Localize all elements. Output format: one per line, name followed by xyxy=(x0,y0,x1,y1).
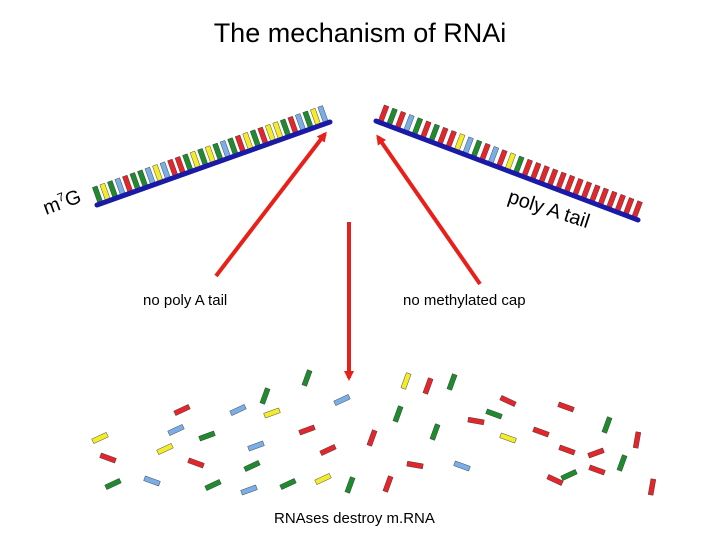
no-methylated-cap-label: no methylated cap xyxy=(403,292,526,309)
tailed-mrna-base xyxy=(555,171,567,189)
rna-fragment xyxy=(632,431,642,449)
rna-fragment xyxy=(647,478,657,496)
capped-mrna-strand xyxy=(92,105,333,208)
rna-fragment xyxy=(333,394,351,406)
rna-fragment xyxy=(366,429,378,447)
tailed-mrna-base xyxy=(437,126,449,145)
rna-fragment xyxy=(240,484,258,496)
rna-fragment xyxy=(601,416,613,434)
page-title: The mechanism of RNAi xyxy=(213,18,507,48)
rna-fragment xyxy=(546,474,564,486)
tailed-mrna-base xyxy=(395,111,407,129)
rna-fragment xyxy=(143,475,161,487)
rna-fragment xyxy=(173,404,191,416)
rna-fragments xyxy=(91,369,657,496)
rna-fragment xyxy=(298,424,316,436)
tailed-mrna-base xyxy=(386,107,398,126)
rna-fragment xyxy=(467,416,485,426)
rna-fragment xyxy=(344,476,356,494)
arrow-to-capped-mrna xyxy=(214,131,327,278)
rnases-label: RNAses destroy m.RNA xyxy=(274,510,435,527)
rna-fragment xyxy=(263,407,281,419)
tailed-mrna-base xyxy=(429,123,440,142)
rna-fragment xyxy=(247,440,265,452)
rna-fragment xyxy=(429,423,441,441)
rna-fragment xyxy=(392,405,404,423)
tailed-mrna-base xyxy=(623,197,635,215)
rna-fragment xyxy=(301,369,313,387)
rna-fragment xyxy=(557,401,575,413)
rna-fragment xyxy=(616,454,628,472)
rna-fragment xyxy=(558,444,576,456)
rna-fragment xyxy=(319,444,337,456)
tailed-mrna-base xyxy=(631,200,643,218)
rna-fragment xyxy=(560,469,578,481)
rna-fragment xyxy=(588,464,606,476)
rna-fragment xyxy=(587,447,605,459)
tailed-mrna-base xyxy=(420,120,432,138)
capped-mrna-backbone xyxy=(94,119,333,208)
tailed-mrna-base xyxy=(572,178,584,196)
tailed-mrna-base xyxy=(496,149,508,167)
tailed-mrna-base xyxy=(589,184,601,202)
rna-fragment xyxy=(485,408,503,420)
tailed-mrna-strand xyxy=(373,104,643,223)
rna-fragment xyxy=(279,478,297,490)
tailed-mrna-base xyxy=(614,194,626,212)
rna-fragment xyxy=(400,372,412,390)
rna-fragment xyxy=(314,473,332,485)
rna-fragment xyxy=(243,460,261,472)
rna-fragment xyxy=(499,432,517,444)
tailed-mrna-base xyxy=(412,117,423,135)
tailed-mrna-base xyxy=(445,130,457,148)
rna-fragment xyxy=(204,479,222,491)
tailed-mrna-base xyxy=(471,139,483,157)
tailed-mrna-base xyxy=(479,142,491,161)
tailed-mrna-base xyxy=(462,136,474,154)
rna-fragment xyxy=(167,424,185,436)
rna-fragment xyxy=(406,460,424,470)
rna-fragment xyxy=(198,430,216,442)
rna-fragment xyxy=(104,478,122,490)
tailed-mrna-base xyxy=(522,158,533,177)
rna-fragment xyxy=(91,432,109,444)
tailed-mrna-base xyxy=(403,114,415,132)
rna-fragment xyxy=(453,460,471,472)
rna-fragment xyxy=(382,475,394,493)
arrow-to-tailed-mrna xyxy=(376,134,482,286)
tailed-mrna-base xyxy=(513,155,525,173)
tailed-mrna-base xyxy=(606,190,618,209)
tailed-mrna-backbone xyxy=(373,118,641,223)
tailed-mrna-base xyxy=(505,152,516,170)
tailed-mrna-base xyxy=(378,104,390,122)
tailed-mrna-base xyxy=(547,168,559,186)
rna-fragment xyxy=(99,452,117,464)
rna-fragment xyxy=(499,395,517,407)
rna-fragment xyxy=(156,443,174,455)
no-poly-a-tail-label: no poly A tail xyxy=(143,292,228,309)
tailed-mrna-base xyxy=(581,181,593,199)
rna-fragment xyxy=(446,373,458,391)
rna-fragment xyxy=(259,387,271,405)
rna-fragment xyxy=(532,426,550,438)
tailed-mrna-base xyxy=(488,146,500,164)
rna-fragment xyxy=(187,457,205,469)
rna-fragment xyxy=(422,377,434,395)
tailed-mrna-base xyxy=(564,174,576,193)
rna-fragment xyxy=(229,404,247,416)
tailed-mrna-base xyxy=(538,165,550,183)
tailed-mrna-base xyxy=(598,187,609,205)
tailed-mrna-base xyxy=(454,133,466,151)
tailed-mrna-base xyxy=(530,162,542,180)
